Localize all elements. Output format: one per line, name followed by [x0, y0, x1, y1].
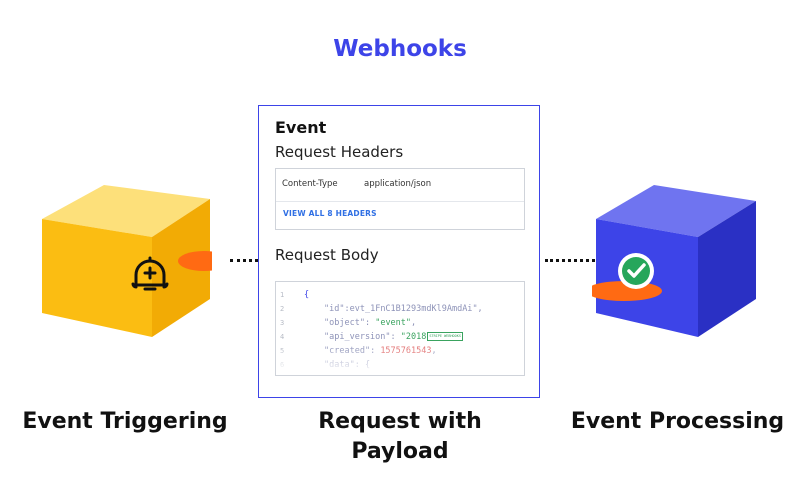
event-triggering-cube	[42, 185, 212, 337]
diagram-title: Webhooks	[333, 36, 467, 62]
code-fade	[276, 345, 524, 375]
header-value: application/json	[364, 179, 432, 189]
panel-title: Event	[275, 118, 327, 137]
view-all-headers-link[interactable]: VIEW ALL 8 HEADERS	[283, 209, 377, 218]
caption-event-processing: Event Processing	[570, 409, 785, 434]
header-key: Content-Type	[282, 179, 338, 189]
header-row: Content-Type application/json	[276, 169, 524, 202]
bell-plus-icon	[131, 256, 169, 291]
connector-port-left	[178, 251, 212, 271]
version-tag: STRIPE WEBHOOKS	[427, 332, 463, 341]
event-request-panel: Event Request Headers Content-Type appli…	[258, 105, 540, 398]
connector-left	[230, 259, 258, 262]
request-headers-label: Request Headers	[275, 143, 404, 161]
caption-event-triggering: Event Triggering	[22, 409, 228, 434]
headers-table: Content-Type application/json VIEW ALL 8…	[275, 168, 525, 230]
request-body-code: 1 { 2 "id":evt_1FnC1B1293mdKl9AmdAi", 3 …	[275, 281, 525, 376]
check-circle-icon	[618, 253, 654, 289]
connector-right	[545, 259, 595, 262]
request-body-label: Request Body	[275, 246, 379, 264]
caption-request-with-payload: Request with Payload	[318, 409, 482, 464]
event-processing-cube	[592, 185, 756, 337]
